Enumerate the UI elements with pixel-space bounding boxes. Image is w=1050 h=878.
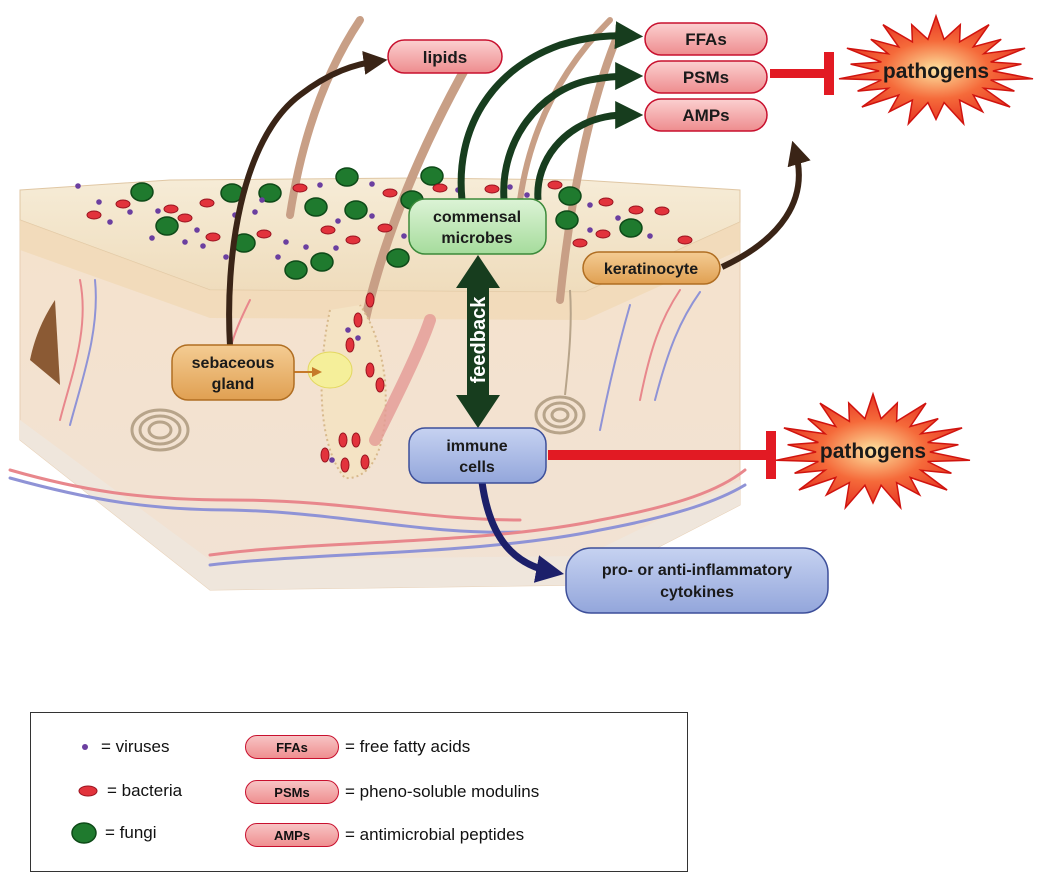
sebaceous-gland-tissue bbox=[307, 351, 353, 389]
hair-shaft bbox=[286, 16, 364, 219]
sebaceous-gland-box: sebaceous gland bbox=[171, 344, 295, 401]
legend-psms-text: = pheno-soluble modulins bbox=[345, 782, 540, 801]
legend-amps: AMPs = antimicrobial peptides bbox=[245, 823, 524, 847]
virus-cluster bbox=[75, 181, 653, 463]
sebaceous-label-line1: sebaceous bbox=[192, 355, 275, 372]
legend: = viruses = bacteria = fungi FFAs = free… bbox=[30, 712, 688, 872]
arrow-immune-to-cytokines bbox=[478, 481, 565, 583]
surface-microbes bbox=[75, 166, 693, 473]
immune-label-line2: cells bbox=[459, 459, 495, 476]
legend-amps-pill: AMPs bbox=[245, 823, 339, 847]
legend-fungi: = fungi bbox=[69, 821, 157, 845]
fungi-icon bbox=[71, 822, 97, 844]
commensal-label-line1: commensal bbox=[433, 209, 521, 226]
legend-viruses-text: = viruses bbox=[101, 737, 170, 756]
arrow-commensal-to-ffas bbox=[457, 21, 644, 201]
burst-shape bbox=[838, 13, 1034, 127]
cytokines-label-line1: pro- or anti-inflammatory bbox=[602, 562, 792, 579]
legend-ffas-pill: FFAs bbox=[245, 735, 339, 759]
keratinocyte-box: keratinocyte bbox=[582, 251, 721, 285]
burst-shape bbox=[775, 391, 971, 511]
sweat-duct bbox=[564, 289, 572, 396]
legend-fungi-text: = fungi bbox=[105, 823, 157, 842]
pathogens-burst-top: pathogens bbox=[838, 13, 1034, 127]
fungi-cluster bbox=[130, 166, 643, 280]
pathogens-top-label: pathogens bbox=[883, 60, 989, 83]
immune-label-line1: immune bbox=[446, 438, 507, 455]
hair-cut bbox=[30, 300, 60, 385]
psms-label: PSMs bbox=[683, 68, 729, 87]
legend-viruses: = viruses bbox=[75, 737, 170, 757]
inhibit-bottom bbox=[548, 431, 776, 479]
arrow-commensal-to-amps bbox=[534, 101, 644, 201]
commensal-label-line2: microbes bbox=[441, 230, 512, 247]
arrector-pili-muscle bbox=[369, 314, 436, 446]
lipids-label: lipids bbox=[423, 48, 467, 67]
sebaceous-label-line2: gland bbox=[212, 376, 255, 393]
cytokines-label-line2: cytokines bbox=[660, 584, 734, 601]
feedback-label: feedback bbox=[468, 296, 490, 384]
keratinocyte-label: keratinocyte bbox=[604, 261, 698, 278]
inhibit-top bbox=[770, 52, 834, 95]
arrow-gland-to-lipids bbox=[226, 50, 388, 347]
feedback-double-arrow: feedback bbox=[456, 255, 500, 428]
bacteria-cluster bbox=[86, 180, 693, 473]
ffas-label: FFAs bbox=[685, 30, 727, 49]
pathogens-burst-bottom: pathogens bbox=[775, 391, 971, 511]
blood-vessels bbox=[8, 279, 747, 567]
lipids-pill: lipids bbox=[387, 39, 503, 74]
amps-pill: AMPs bbox=[644, 98, 768, 132]
ffas-pill: FFAs bbox=[644, 22, 768, 56]
legend-ffas-text: = free fatty acids bbox=[345, 737, 471, 756]
legend-amps-text: = antimicrobial peptides bbox=[345, 825, 525, 844]
psms-pill: PSMs bbox=[644, 60, 768, 94]
legend-psms-pill: PSMs bbox=[245, 780, 339, 804]
legend-bacteria: = bacteria bbox=[75, 781, 182, 801]
immune-cells-box: immune cells bbox=[408, 427, 547, 484]
legend-bacteria-text: = bacteria bbox=[107, 781, 183, 800]
cytokines-box: pro- or anti-inflammatory cytokines bbox=[565, 547, 829, 614]
commensal-microbes-box: commensal microbes bbox=[408, 198, 547, 255]
bacteria-icon bbox=[78, 785, 98, 797]
legend-ffas: FFAs = free fatty acids bbox=[245, 735, 470, 759]
skin-cross-section bbox=[8, 16, 747, 591]
amps-label: AMPs bbox=[682, 106, 729, 125]
hair-follicle bbox=[320, 304, 387, 480]
arrow-keratinocyte-to-amps bbox=[720, 140, 811, 270]
virus-icon bbox=[82, 744, 88, 750]
legend-psms: PSMs = pheno-soluble modulins bbox=[245, 780, 539, 804]
pathogens-bottom-label: pathogens bbox=[820, 440, 926, 463]
arrow-commensal-to-psms bbox=[500, 62, 644, 201]
hair-shaft bbox=[556, 26, 624, 304]
skin-microbiome-diagram: feedback pathogens pathogens lipids FFAs… bbox=[8, 13, 1034, 614]
sweat-gland-left bbox=[130, 408, 190, 452]
sweat-gland-right bbox=[534, 395, 586, 435]
